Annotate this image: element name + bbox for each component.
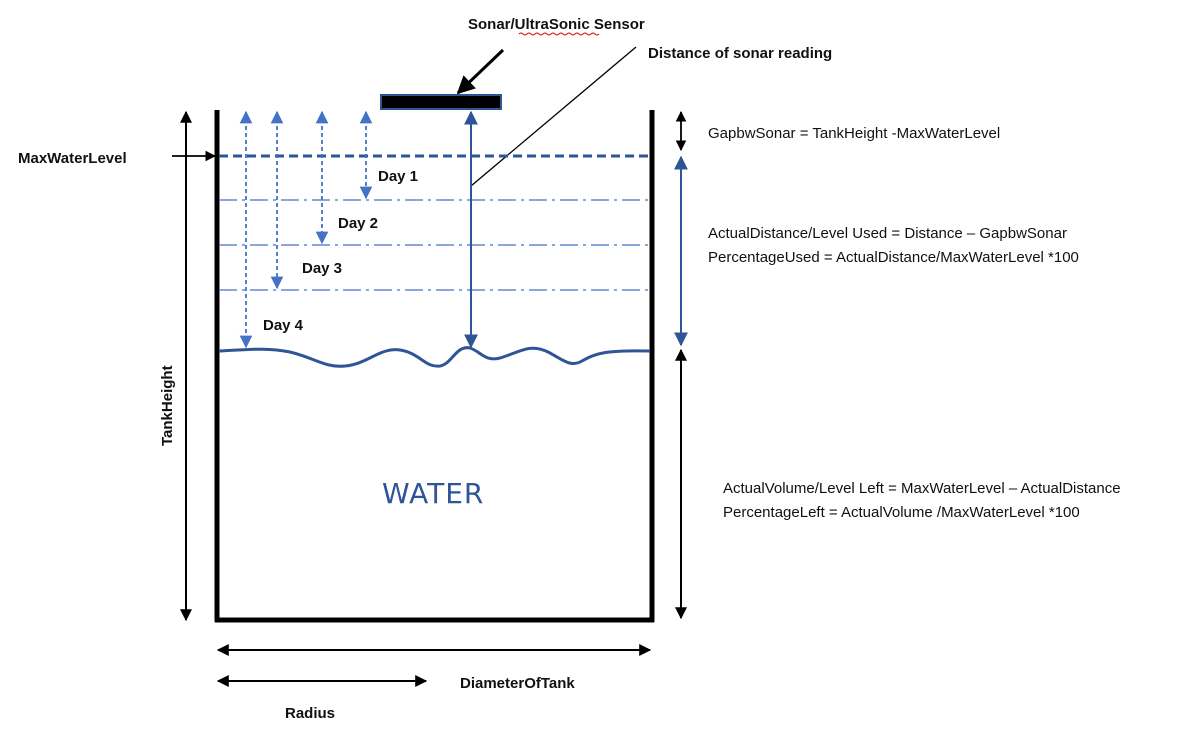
actual-volume-equation: ActualVolume/Level Left = MaxWaterLevel … <box>723 480 1121 497</box>
tank-outline <box>214 110 655 623</box>
max-water-level-label: MaxWaterLevel <box>18 150 127 167</box>
day-level-lines <box>219 199 650 291</box>
sonar-sensor <box>380 94 502 110</box>
diameter-label: DiameterOfTank <box>460 675 575 692</box>
water-surface-wave <box>218 346 651 368</box>
day-3-label: Day 3 <box>302 260 342 277</box>
day-2-label: Day 2 <box>338 215 378 232</box>
tank-height-label: TankHeight <box>159 365 176 446</box>
sensor-pointer-arrow <box>456 48 505 95</box>
radius-label: Radius <box>285 705 335 722</box>
distance-pointer-line <box>470 46 637 187</box>
percentage-used-equation: PercentageUsed = ActualDistance/MaxWater… <box>708 249 1079 266</box>
spellcheck-squiggle <box>518 32 600 36</box>
percentage-left-equation: PercentageLeft = ActualVolume /MaxWaterL… <box>723 504 1080 521</box>
actual-distance-equation: ActualDistance/Level Used = Distance – G… <box>708 225 1067 242</box>
day-arrows <box>239 110 373 349</box>
day-1-label: Day 1 <box>378 168 418 185</box>
day-4-label: Day 4 <box>263 317 304 334</box>
water-label: WATER <box>382 477 484 510</box>
distance-reading-label: Distance of sonar reading <box>648 45 832 62</box>
gap-equation: GapbwSonar = TankHeight -MaxWaterLevel <box>708 125 1000 142</box>
sensor-label: Sonar/UltraSonic Sensor <box>468 16 645 33</box>
